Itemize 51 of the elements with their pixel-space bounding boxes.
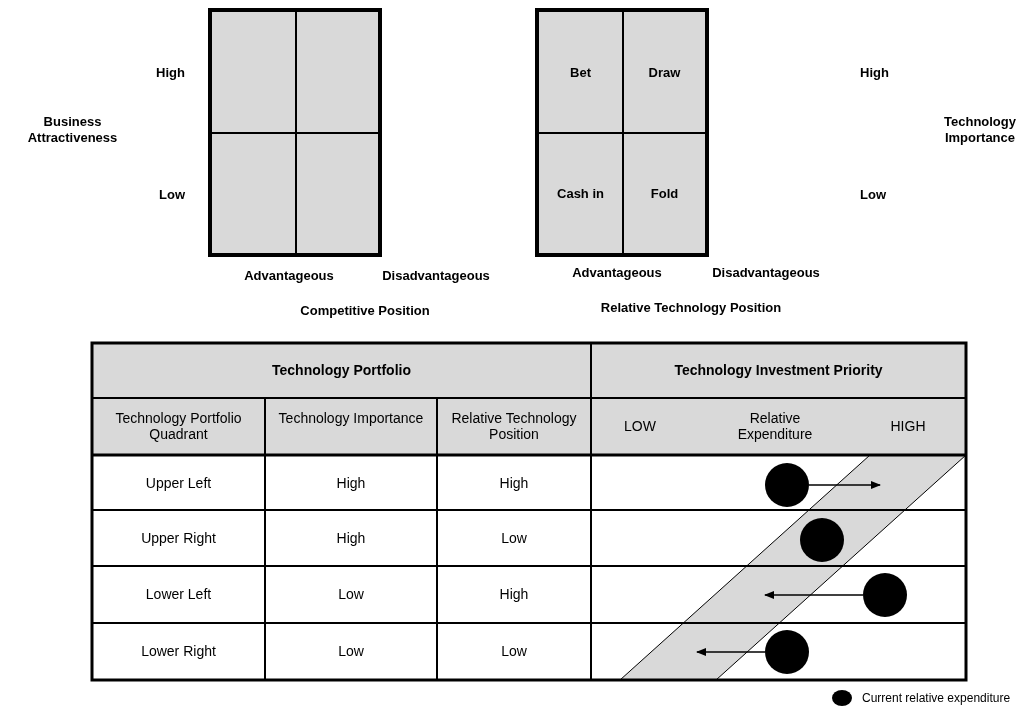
column-header: HIGH (889, 418, 927, 434)
quadrant-label: Cash in (557, 186, 604, 201)
axis-label: Low (860, 187, 887, 203)
empty-quadrant (297, 134, 378, 253)
axis-label: Low (158, 187, 185, 203)
legend-label: Current relative expenditure (862, 690, 1011, 706)
empty-quadrant (297, 12, 378, 132)
quadrant-label: Fold (650, 186, 679, 201)
arrow (696, 648, 766, 656)
column-header: Relative Expenditure (736, 410, 814, 442)
table-cell-text: Low (500, 530, 528, 546)
quadrant-label: Draw (648, 64, 681, 80)
axis-label: High (155, 65, 185, 81)
axis-label: Advantageous (571, 265, 663, 281)
table-cell-text: Low (337, 586, 365, 602)
row-label: Lower Left (144, 586, 213, 602)
arrow (808, 481, 881, 489)
axis-label: Advantageous (243, 268, 335, 284)
table-header: Technology Portfolio (271, 362, 412, 378)
axis-label: Disadvantageous (711, 265, 821, 281)
axis-label: Disadvantageous (381, 268, 491, 284)
expenditure-dot (863, 573, 907, 617)
row-label: Upper Right (140, 530, 217, 546)
table-cell-text: Low (337, 643, 365, 659)
expenditure-dot (765, 630, 809, 674)
axis-label: High (860, 65, 890, 81)
axis-title: Business Attractiveness (26, 114, 119, 146)
quadrant-box (624, 12, 705, 132)
quadrant-box (539, 134, 622, 253)
row-label: Upper Left (144, 475, 213, 491)
quadrant-box (624, 134, 705, 253)
quadrant-box (539, 12, 622, 132)
expenditure-dot (765, 463, 809, 507)
column-header: Technology Portfolio Quadrant (114, 410, 243, 442)
column-header: Relative Technology Position (450, 410, 578, 442)
table-cell-text: High (498, 475, 530, 491)
table-cell-text: High (335, 530, 367, 546)
empty-quadrant (212, 134, 295, 253)
column-header: LOW (623, 418, 657, 434)
row-label: Lower Right (140, 643, 217, 659)
table-cell-text: High (335, 475, 367, 491)
quadrant-label: Bet (570, 64, 591, 80)
axis-title: Competitive Position (299, 303, 431, 319)
table-header: Technology Investment Priority (673, 362, 884, 378)
axis-title: Technology Importance (943, 114, 1017, 146)
empty-quadrant (212, 12, 295, 132)
table-cell-text: Low (500, 643, 528, 659)
arrow (764, 591, 864, 599)
column-header: Technology Importance (277, 410, 425, 426)
axis-title: Relative Technology Position (599, 300, 783, 316)
table-cell-text: High (498, 586, 530, 602)
